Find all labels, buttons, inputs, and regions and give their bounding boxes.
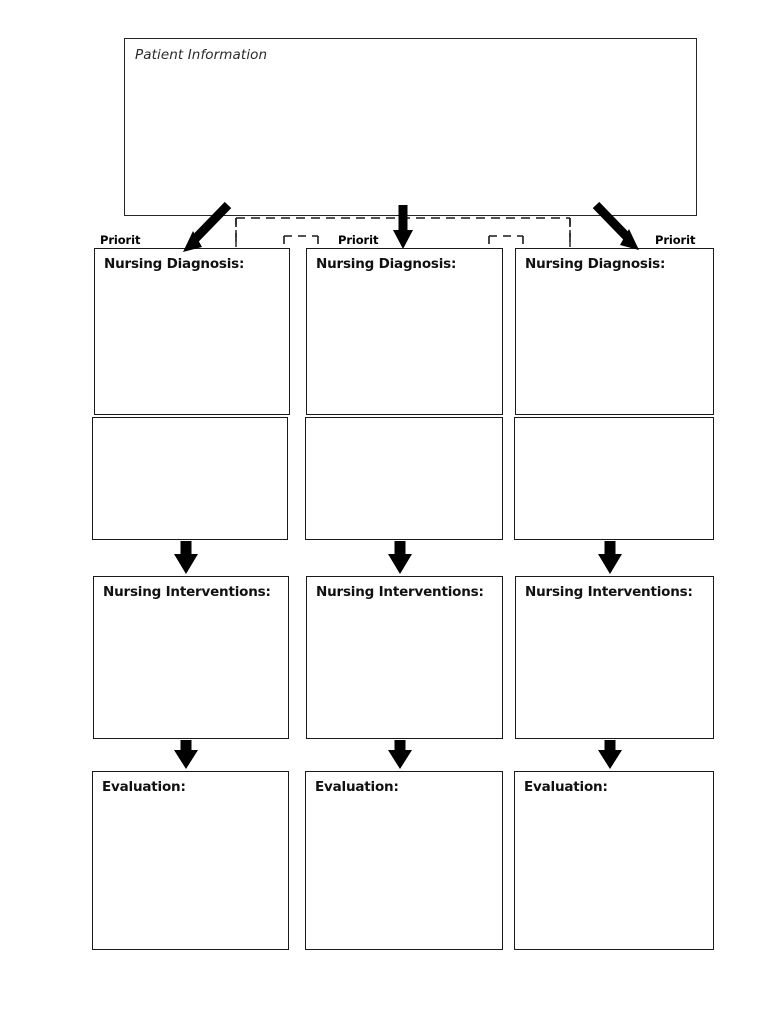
nursing-diagnosis-box-column-3[interactable]: Nursing Diagnosis: bbox=[515, 248, 714, 415]
evaluation-box-column-2[interactable]: Evaluation: bbox=[305, 771, 503, 950]
arrow-interventions-to-evaluation-column-3-icon bbox=[598, 740, 622, 769]
arrow-interventions-to-evaluation-column-1-icon bbox=[174, 740, 198, 769]
priority-label-column-1: Priorit bbox=[100, 233, 141, 247]
evaluation-label-column-3: Evaluation: bbox=[524, 779, 608, 795]
nursing-diagnosis-label-column-3: Nursing Diagnosis: bbox=[525, 256, 666, 272]
nursing-interventions-label-column-1: Nursing Interventions: bbox=[103, 584, 271, 600]
nursing-goal-box-column-2[interactable] bbox=[305, 417, 503, 540]
evaluation-label-column-1: Evaluation: bbox=[102, 779, 186, 795]
evaluation-label-column-2: Evaluation: bbox=[315, 779, 399, 795]
nursing-interventions-label-column-2: Nursing Interventions: bbox=[316, 584, 484, 600]
evaluation-box-column-1[interactable]: Evaluation: bbox=[92, 771, 289, 950]
arrow-goal-to-interventions-column-2-icon bbox=[388, 541, 412, 574]
nursing-diagnosis-label-column-2: Nursing Diagnosis: bbox=[316, 256, 457, 272]
patient-information-label: Patient Information bbox=[135, 47, 268, 63]
evaluation-box-column-3[interactable]: Evaluation: bbox=[514, 771, 714, 950]
nursing-diagnosis-box-column-2[interactable]: Nursing Diagnosis: bbox=[306, 248, 503, 415]
dashed-bracket-outer-icon bbox=[235, 217, 571, 248]
nursing-interventions-box-column-2[interactable]: Nursing Interventions: bbox=[306, 576, 503, 739]
nursing-goal-box-column-1[interactable] bbox=[92, 417, 288, 540]
priority-label-column-3: Priorit bbox=[655, 233, 696, 247]
priority-label-column-2: Priorit bbox=[338, 233, 379, 247]
nursing-diagnosis-label-column-1: Nursing Diagnosis: bbox=[104, 256, 245, 272]
nursing-interventions-box-column-3[interactable]: Nursing Interventions: bbox=[515, 576, 714, 739]
arrow-goal-to-interventions-column-3-icon bbox=[598, 541, 622, 574]
nursing-diagnosis-box-column-1[interactable]: Nursing Diagnosis: bbox=[94, 248, 290, 415]
arrow-interventions-to-evaluation-column-2-icon bbox=[388, 740, 412, 769]
nursing-goal-box-column-3[interactable] bbox=[514, 417, 714, 540]
nursing-interventions-box-column-1[interactable]: Nursing Interventions: bbox=[93, 576, 289, 739]
patient-information-box[interactable]: Patient Information bbox=[124, 38, 697, 216]
arrow-goal-to-interventions-column-1-icon bbox=[174, 541, 198, 574]
nursing-interventions-label-column-3: Nursing Interventions: bbox=[525, 584, 693, 600]
